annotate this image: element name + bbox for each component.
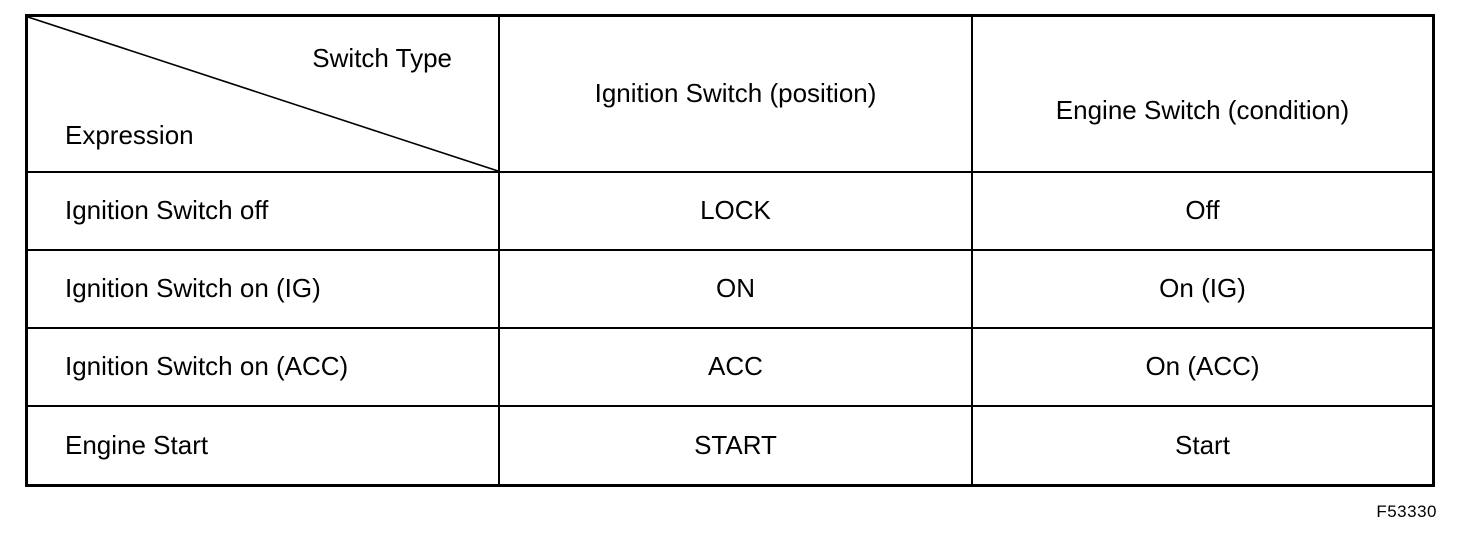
row-label-ignition-switch-off: Ignition Switch off (28, 173, 500, 251)
corner-header-cell: Switch Type Expression (28, 17, 500, 173)
cell-engine-condition-off: Off (973, 173, 1432, 251)
corner-label-switch-type: Switch Type (312, 43, 452, 73)
cell-ignition-position-on: ON (500, 251, 973, 329)
column-header-engine-switch: Engine Switch (condition) (973, 17, 1432, 173)
cell-engine-condition-start: Start (973, 407, 1432, 484)
switch-type-table: Switch Type Expression Ignition Switch (… (25, 14, 1435, 487)
row-label-engine-start: Engine Start (28, 407, 500, 484)
cell-ignition-position-acc: ACC (500, 329, 973, 407)
row-label-ignition-switch-on-ig: Ignition Switch on (IG) (28, 251, 500, 329)
corner-label-expression: Expression (65, 120, 194, 151)
cell-engine-condition-on-ig: On (IG) (973, 251, 1432, 329)
figure-code: F53330 (1376, 502, 1437, 521)
cell-ignition-position-start: START (500, 407, 973, 484)
column-header-ignition-switch: Ignition Switch (position) (500, 17, 973, 173)
cell-ignition-position-lock: LOCK (500, 173, 973, 251)
diagonal-line (28, 17, 498, 171)
row-label-ignition-switch-on-acc: Ignition Switch on (ACC) (28, 329, 500, 407)
cell-engine-condition-on-acc: On (ACC) (973, 329, 1432, 407)
